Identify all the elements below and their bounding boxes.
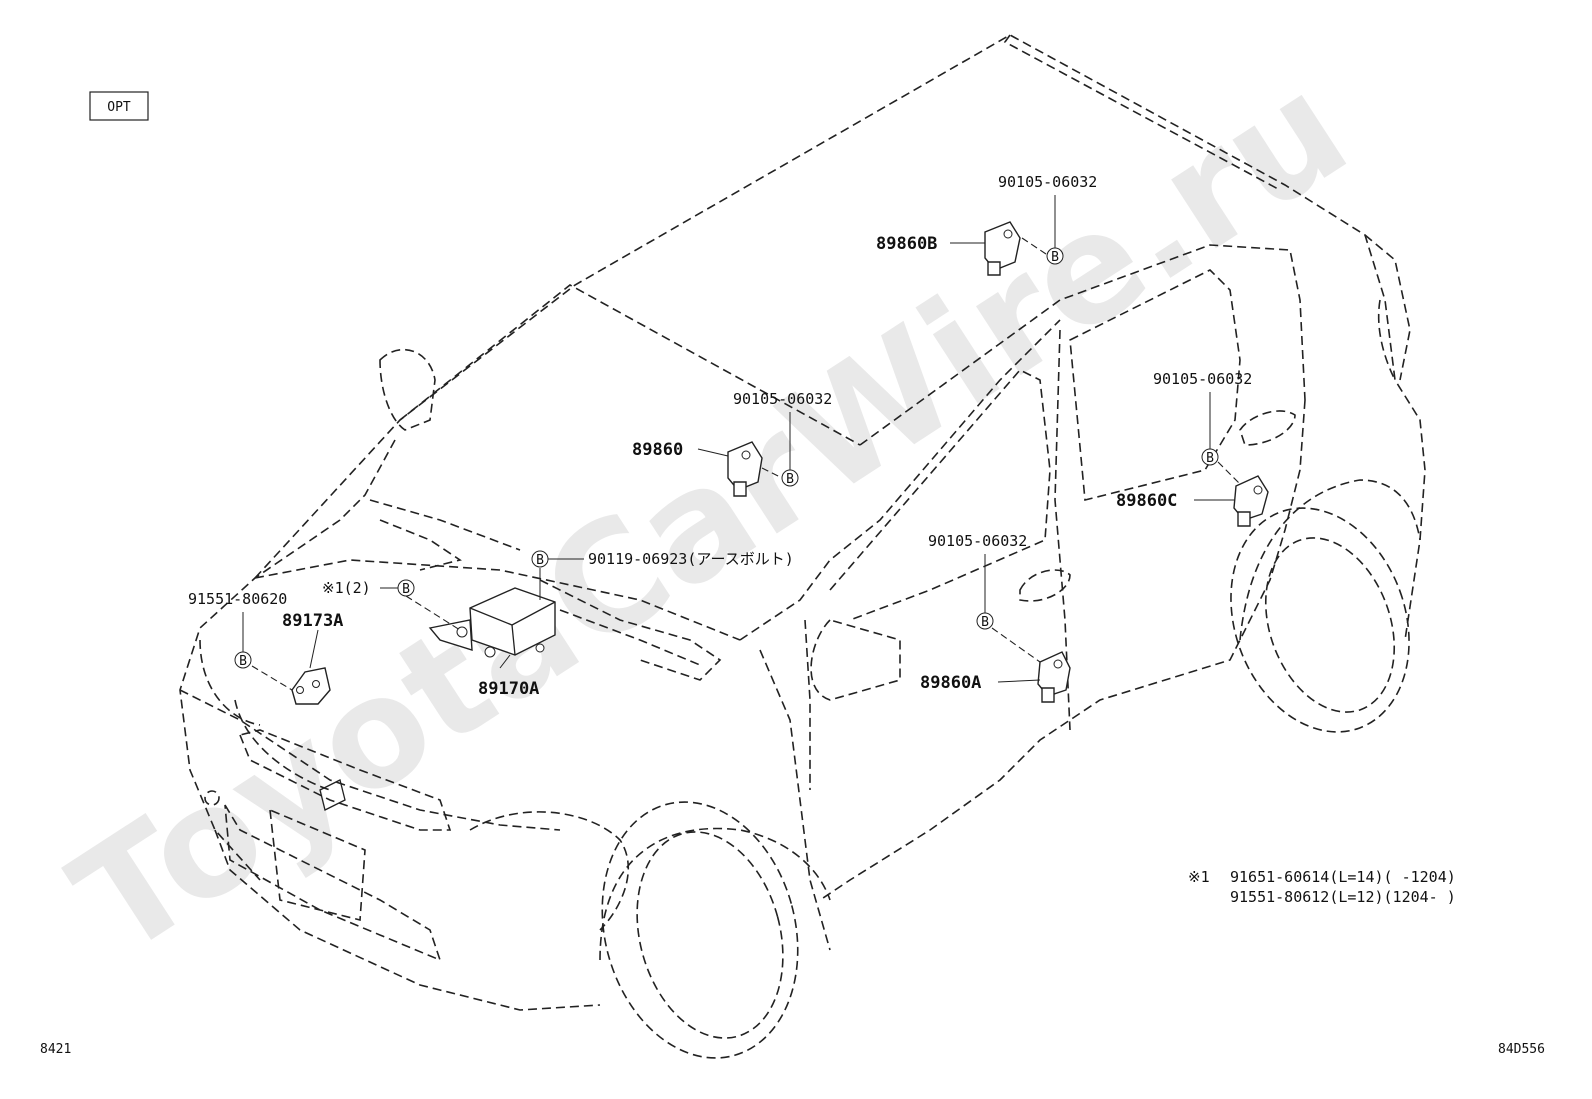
b-markers: B B B B B B B — [234, 247, 1219, 669]
b-marker-earth: B — [531, 550, 549, 568]
label-89860a: 89860A — [920, 673, 981, 693]
sensor-89860c — [1233, 475, 1269, 527]
svg-text:B: B — [1206, 451, 1214, 466]
svg-text:B: B — [981, 615, 989, 630]
b-marker-center: B — [781, 469, 799, 487]
airbag-ecu-89170a — [428, 587, 556, 658]
sensor-89860a — [1037, 651, 1071, 703]
svg-text:B: B — [1051, 250, 1059, 265]
label-bolt-right: 90105-06032 — [1153, 370, 1252, 388]
svg-text:B: B — [536, 553, 544, 568]
opt-badge: OPT — [89, 91, 149, 121]
footnote-mark: ※1 — [1188, 868, 1210, 886]
footnote-line1: 91651-60614(L=14)( -1204) — [1230, 868, 1456, 886]
label-bolt-center: 90105-06032 — [733, 390, 832, 408]
sensor-89860 — [727, 441, 763, 497]
sensor-89173a — [291, 667, 331, 705]
svg-text:B: B — [786, 472, 794, 487]
label-note-ref: ※1(2) — [322, 579, 371, 597]
label-89170a: 89170A — [478, 679, 539, 699]
b-marker-note: B — [397, 579, 415, 597]
leader-lines — [242, 195, 1241, 691]
label-earth-bolt: 90119-06923(アースボルト) — [588, 550, 794, 568]
footnote: ※1 91651-60614(L=14)( -1204) 91551-80612… — [1188, 868, 1456, 906]
callout-labels: 90105-06032 89860B 90105-06032 89860 901… — [188, 173, 1252, 699]
car-outline — [179, 34, 1426, 1059]
b-marker-door: B — [976, 612, 994, 630]
front-emblem — [319, 779, 346, 811]
sensor-89860b — [984, 221, 1021, 276]
label-89860b: 89860B — [876, 234, 937, 254]
watermark: ToyotaCarWire.ru — [45, 41, 1377, 990]
label-89173a: 89173A — [282, 611, 343, 631]
b-marker-top: B — [1046, 247, 1064, 265]
figure-code: 84D556 — [1498, 1042, 1545, 1057]
page-number: 8421 — [40, 1042, 71, 1057]
label-bolt-top: 90105-06032 — [998, 173, 1097, 191]
label-89860: 89860 — [632, 440, 683, 460]
footnote-line2: 91551-80612(L=12)(1204- ) — [1230, 888, 1456, 906]
svg-text:B: B — [402, 582, 410, 597]
svg-text:B: B — [239, 654, 247, 669]
label-bolt-front: 91551-80620 — [188, 590, 287, 608]
b-marker-front: B — [234, 651, 252, 669]
b-marker-right: B — [1201, 448, 1219, 466]
opt-label: OPT — [107, 100, 131, 115]
label-bolt-door: 90105-06032 — [928, 532, 1027, 550]
label-89860c: 89860C — [1116, 491, 1177, 511]
